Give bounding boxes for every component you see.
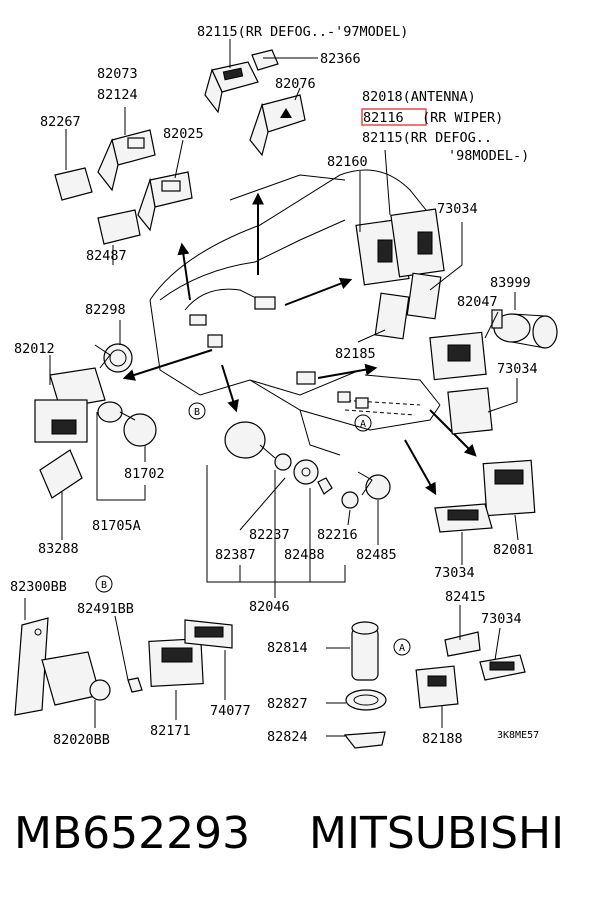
label-82485: 82485 — [356, 547, 397, 563]
label-82018-antenna: 82018(ANTENNA) — [362, 89, 476, 105]
label-81705A: 81705A — [92, 518, 141, 534]
label-73034-d: 73034 — [481, 611, 522, 627]
switch-82025 — [137, 171, 193, 232]
switch-cluster-82160 — [355, 208, 445, 286]
label-82237: 82237 — [249, 527, 290, 543]
label-73034-b: 73034 — [497, 361, 538, 377]
footer: MB652293 MITSUBISHI — [0, 808, 600, 868]
ref-marker-b-1: B — [188, 402, 206, 420]
motor-82020BB — [41, 651, 111, 706]
label-82487: 82487 — [86, 248, 127, 264]
part-labels: 82115(RR DEFOG..-'97MODEL) 82366 82073 8… — [10, 24, 539, 748]
label-83999: 83999 — [490, 275, 531, 291]
leader-lines — [24, 39, 519, 737]
label-82020BB: 82020BB — [53, 732, 110, 748]
label-82124: 82124 — [97, 87, 138, 103]
label-82188: 82188 — [422, 731, 463, 747]
ref-marker-a-2: A — [393, 638, 411, 656]
label-82012: 82012 — [14, 341, 55, 357]
label-82116-desc: (RR WIPER) — [422, 110, 503, 126]
switch-82188 — [415, 665, 459, 709]
label-82298: 82298 — [85, 302, 126, 318]
knob-81702 — [97, 401, 157, 447]
switch-82012 — [34, 367, 106, 443]
ref-marker-b-2: B — [95, 575, 113, 593]
dashboard-outline — [149, 169, 441, 456]
label-81702: 81702 — [124, 466, 165, 482]
switch-82185 — [374, 292, 410, 340]
switch-82081 — [482, 459, 536, 517]
label-82115-98model-a: 82115(RR DEFOG.. — [362, 130, 492, 146]
label-82216: 82216 — [317, 527, 358, 543]
label-82047: 82047 — [457, 294, 498, 310]
cover-83288 — [39, 449, 83, 499]
switch-73034-a — [406, 272, 442, 320]
socket-82814 — [351, 621, 379, 681]
ref-b-text-2: B — [101, 580, 107, 591]
label-82115-98model-b: '98MODEL-) — [448, 148, 529, 164]
label-82160: 82160 — [327, 154, 368, 170]
switch-82076 — [249, 94, 306, 157]
switch-73034-c — [434, 503, 493, 533]
label-74077: 74077 — [210, 703, 251, 719]
label-73034-a: 73034 — [437, 201, 478, 217]
label-82824: 82824 — [267, 729, 308, 745]
label-82814: 82814 — [267, 640, 308, 656]
label-82116: 82116 — [363, 110, 404, 126]
switch-73034-d — [479, 654, 526, 681]
label-82073: 82073 — [97, 66, 138, 82]
switch-82115-top — [204, 61, 259, 114]
switch-82047 — [429, 331, 487, 381]
clip-82824 — [343, 731, 386, 749]
label-82387: 82387 — [215, 547, 256, 563]
label-82171: 82171 — [150, 723, 191, 739]
bracket-82300BB — [14, 617, 49, 716]
label-82046: 82046 — [249, 599, 290, 615]
ref-a-text-1: A — [360, 419, 366, 430]
cover-82487 — [97, 209, 141, 245]
lighter-83999 — [491, 309, 558, 349]
label-82300BB: 82300BB — [10, 579, 67, 595]
switch-74077 — [184, 619, 233, 649]
switch-82415 — [444, 631, 481, 657]
bezel-82298 — [94, 343, 133, 373]
ring-82827 — [345, 689, 387, 711]
switch-82366 — [251, 49, 279, 71]
label-82267: 82267 — [40, 114, 81, 130]
part-number: MB652293 — [14, 808, 251, 859]
label-82025: 82025 — [163, 126, 204, 142]
brand-name: MITSUBISHI — [309, 808, 565, 859]
nut-82491BB — [127, 677, 143, 693]
label-82491BB: 82491BB — [77, 601, 134, 617]
diagram-code: 3K8ME57 — [497, 730, 539, 741]
label-82115-97model: 82115(RR DEFOG..-'97MODEL) — [197, 24, 408, 40]
label-82366: 82366 — [320, 51, 361, 67]
ref-b-text-1: B — [194, 407, 200, 418]
switch-82171 — [148, 638, 204, 687]
label-73034-c: 73034 — [434, 565, 475, 581]
switch-82124 — [97, 129, 156, 192]
parts-diagram: B A B A 82115(RR DEFOG..-'97MODEL) 82366… — [10, 24, 558, 749]
label-82185: 82185 — [335, 346, 376, 362]
label-82827: 82827 — [267, 696, 308, 712]
switch-73034-b — [447, 387, 493, 435]
highlight-box-82116 — [361, 108, 427, 126]
cover-82267 — [54, 167, 93, 201]
switch-body-82046 — [224, 421, 391, 509]
label-82415: 82415 — [445, 589, 486, 605]
ref-marker-a-1: A — [354, 414, 372, 432]
label-82488: 82488 — [284, 547, 325, 563]
ref-a-text-2: A — [399, 643, 405, 654]
label-83288: 83288 — [38, 541, 79, 557]
label-82076: 82076 — [275, 76, 316, 92]
label-82081: 82081 — [493, 542, 534, 558]
